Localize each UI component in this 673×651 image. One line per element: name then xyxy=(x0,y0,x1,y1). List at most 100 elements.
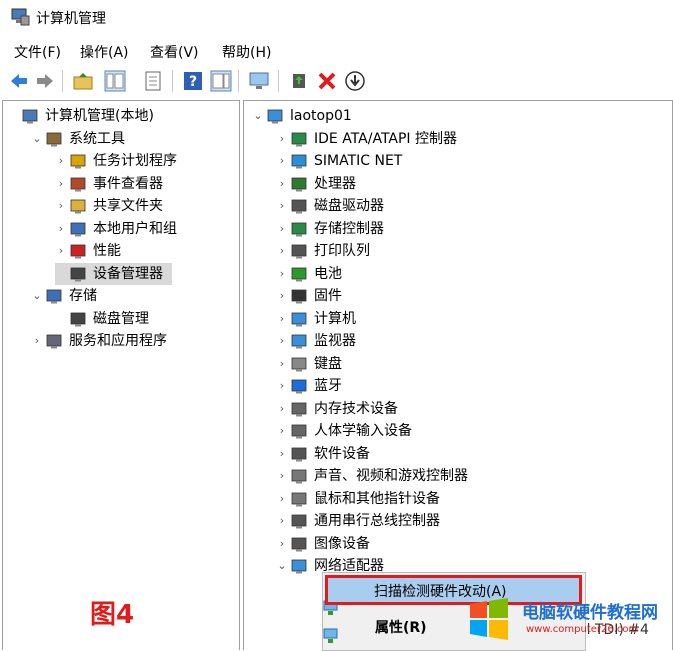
menu-view[interactable]: 查看(V) xyxy=(150,45,199,61)
chevron-right-icon[interactable]: › xyxy=(279,154,285,167)
bluetooth-icon xyxy=(291,379,307,394)
properties-menu-item[interactable]: 属性(R) xyxy=(375,620,427,636)
export-icon[interactable] xyxy=(142,70,164,92)
chevron-down-icon[interactable]: ⌄ xyxy=(32,131,42,145)
monitor-icon[interactable] xyxy=(248,70,270,92)
chevron-right-icon[interactable]: › xyxy=(279,221,285,235)
storage-controller-icon xyxy=(291,222,307,236)
disable-icon[interactable] xyxy=(344,70,366,92)
tree-item-label: IDE ATA/ATAPI 控制器 xyxy=(314,130,458,147)
tools-icon xyxy=(46,132,62,146)
tree-item-label: 性能 xyxy=(93,243,121,259)
chevron-right-icon[interactable]: › xyxy=(279,199,285,212)
chevron-down-icon[interactable]: ⌄ xyxy=(32,289,42,302)
chevron-right-icon[interactable]: › xyxy=(279,401,285,415)
computer-icon xyxy=(267,109,283,124)
tree-item-label: 服务和应用程序 xyxy=(69,333,167,349)
scan-hardware-changes-menu-item[interactable]: 扫描检测硬件改动(A) xyxy=(325,575,582,605)
chevron-right-icon[interactable]: › xyxy=(58,176,64,190)
tree-item-label: 存储 xyxy=(69,288,97,304)
camera-icon xyxy=(291,537,307,551)
chevron-right-icon[interactable]: › xyxy=(279,266,285,280)
chevron-down-icon[interactable]: ⌄ xyxy=(277,559,287,572)
services-icon xyxy=(46,334,62,349)
tree-item-label: 计算机 xyxy=(314,310,356,327)
chevron-right-icon[interactable]: › xyxy=(279,356,285,370)
forward-icon[interactable] xyxy=(34,70,56,92)
usb-icon xyxy=(291,514,307,529)
chevron-right-icon[interactable]: › xyxy=(58,221,64,235)
toolbar-separator xyxy=(238,70,239,92)
watermark: 电脑软硬件教程网 www.computer26.com xyxy=(468,590,668,646)
chevron-down-icon[interactable]: ⌄ xyxy=(253,109,263,122)
device-tree-pane[interactable]: ⌄ laotop01 › IDE ATA/ATAPI 控制器 › SIMATIC NET ›… xyxy=(243,100,673,650)
tree-item-label: SIMATIC NET xyxy=(314,153,403,169)
menu-help[interactable]: 帮助(H) xyxy=(222,45,272,61)
show-hide-action-icon[interactable] xyxy=(210,70,232,92)
ide-icon xyxy=(291,132,307,146)
help-icon[interactable]: ? xyxy=(182,70,204,92)
tree-item-label: 图像设备 xyxy=(314,535,370,552)
tree-item-label: 电池 xyxy=(314,265,342,282)
tree-item-label: 事件查看器 xyxy=(93,175,163,192)
uninstall-icon[interactable] xyxy=(316,70,338,92)
chevron-right-icon[interactable]: › xyxy=(279,424,285,437)
processor-icon xyxy=(291,177,307,191)
chevron-right-icon[interactable]: › xyxy=(279,514,285,527)
watermark-url: www.computer26.com xyxy=(526,624,639,635)
tree-item-label: 设备管理器 xyxy=(93,265,163,282)
mouse-icon xyxy=(291,492,307,506)
menu-action[interactable]: 操作(A) xyxy=(80,45,129,61)
network-adapter-icon xyxy=(323,628,338,643)
chevron-right-icon[interactable]: › xyxy=(279,311,285,325)
chevron-right-icon[interactable]: › xyxy=(58,154,64,167)
tree-item-label: laotop01 xyxy=(290,108,352,124)
clock-icon xyxy=(70,154,86,169)
toolbar-separator xyxy=(172,70,173,92)
chevron-right-icon[interactable]: › xyxy=(58,199,64,212)
back-icon[interactable] xyxy=(8,70,30,92)
partial-row-text: ol TDI) #4 xyxy=(578,622,649,638)
chevron-right-icon[interactable]: › xyxy=(279,334,285,347)
chevron-right-icon[interactable]: › xyxy=(279,176,285,190)
figure-label: 图4 xyxy=(90,600,135,630)
event-viewer-icon xyxy=(70,177,86,191)
disk-icon xyxy=(70,312,86,326)
computer-icon xyxy=(291,312,307,326)
tree-item-label: 键盘 xyxy=(314,355,342,372)
software-device-icon xyxy=(291,447,307,461)
keyboard-icon xyxy=(291,357,307,371)
chevron-right-icon[interactable]: › xyxy=(279,491,285,505)
tree-item-label: 鼠标和其他指针设备 xyxy=(314,490,440,507)
toolbar-separator xyxy=(278,70,279,92)
tree-item-label: 磁盘驱动器 xyxy=(314,198,384,214)
chevron-right-icon[interactable]: › xyxy=(279,446,285,460)
printer-icon xyxy=(291,244,307,259)
tree-item[interactable]: 设备管理器 xyxy=(55,262,172,285)
chevron-right-icon[interactable]: › xyxy=(279,244,285,257)
tree-item-label: 磁盘管理 xyxy=(93,310,149,327)
users-icon xyxy=(70,222,86,236)
chevron-right-icon[interactable]: › xyxy=(279,289,285,302)
tree-item-label: 人体学输入设备 xyxy=(314,423,412,439)
chevron-right-icon[interactable]: › xyxy=(58,244,64,257)
performance-icon xyxy=(70,244,86,259)
tree-item-label: 网络适配器 xyxy=(314,558,384,574)
chevron-right-icon[interactable]: › xyxy=(279,131,285,145)
window-title: 计算机管理 xyxy=(36,11,106,27)
tree-item-label: 本地用户和组 xyxy=(93,220,177,237)
update-driver-icon[interactable] xyxy=(288,70,310,92)
tree-item-label: 内存技术设备 xyxy=(314,400,398,417)
computer-management-icon xyxy=(22,109,38,124)
chevron-right-icon[interactable]: › xyxy=(34,334,40,347)
chevron-right-icon[interactable]: › xyxy=(279,379,285,392)
storage-icon xyxy=(46,289,62,304)
up-folder-icon[interactable] xyxy=(72,70,94,92)
menu-file[interactable]: 文件(F) xyxy=(14,45,61,61)
left-navigation-pane[interactable]: 计算机管理(本地)⌄系统工具›任务计划程序›事件查看器›共享文件夹›本地用户和组… xyxy=(2,100,240,650)
chevron-right-icon[interactable]: › xyxy=(279,469,285,482)
chevron-right-icon[interactable]: › xyxy=(279,536,285,550)
speaker-icon xyxy=(291,469,307,484)
show-hide-tree-icon[interactable] xyxy=(104,70,126,92)
tree-item-label: 处理器 xyxy=(314,175,356,192)
